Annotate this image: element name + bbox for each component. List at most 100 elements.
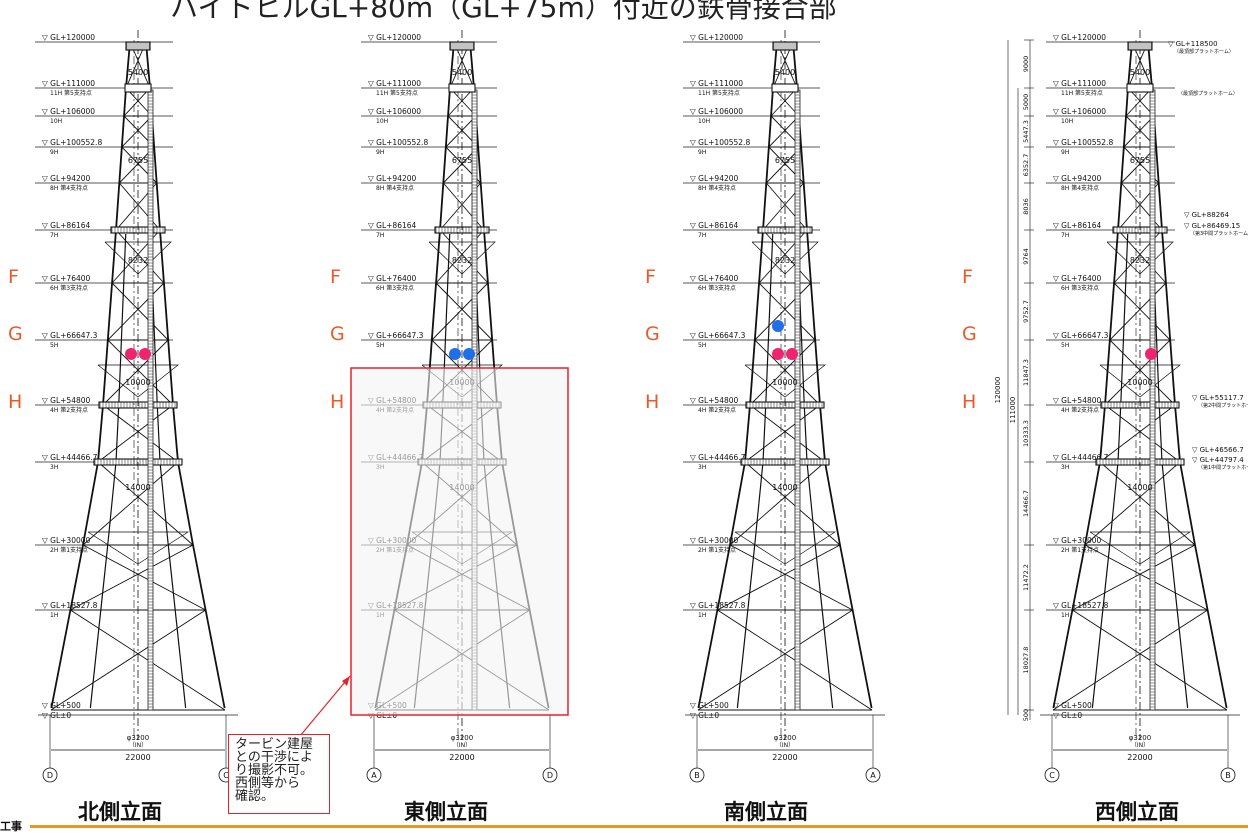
tower-brace — [70, 544, 194, 611]
tower-brace — [1109, 339, 1176, 406]
level-sublabel: 8H 第4支持点 — [698, 184, 736, 192]
tower-brace — [107, 282, 165, 341]
dim-total-outer: 120000 — [994, 377, 1002, 404]
tower-brace — [431, 282, 489, 341]
level-sublabel: 2H 第1支持点 — [50, 546, 88, 554]
row-label-g: G — [330, 323, 345, 345]
tower-brace — [111, 282, 169, 341]
grid-axis-bubble — [1044, 767, 1060, 783]
tower-brace — [1084, 544, 1208, 611]
dim-segment: 500 — [1022, 709, 1030, 721]
tower-leg — [145, 41, 226, 709]
tower-leg — [1052, 41, 1133, 709]
level-sublabel: 6H 第3支持点 — [376, 284, 414, 292]
dim-label: 5400 — [1130, 68, 1150, 77]
dim-label: 8232 — [128, 256, 148, 265]
grid-axis-label: D — [547, 771, 553, 780]
level-sublabel: 3H — [1061, 464, 1069, 471]
platform-level-label: ▽ GL+44797.4 — [1192, 456, 1244, 464]
level-label: ▽ GL+86164 — [368, 221, 417, 230]
level-label: ▽ GL+18527.8 — [42, 601, 98, 610]
joint-marker — [449, 348, 461, 360]
level-sublabel: 11H 第5支持点 — [698, 89, 740, 97]
level-sublabel: 7H — [698, 232, 706, 239]
platform-level-label: ▽ GL+46566.7 — [1192, 446, 1244, 454]
grid-axis-bubble — [689, 767, 705, 783]
tower-brace — [82, 544, 206, 611]
level-label: ▽ GL±0 — [690, 711, 719, 720]
level-sublabel: 6H 第3支持点 — [698, 284, 736, 292]
level-sublabel: 4H 第2支持点 — [1061, 406, 1099, 414]
note-pointer-arrow — [299, 675, 351, 737]
note-pointer-arrowhead — [342, 676, 350, 686]
level-sublabel: 3H — [698, 464, 706, 471]
level-label: ▽ GL+94200 — [1053, 174, 1102, 183]
level-sublabel: 11H 第5支持点 — [50, 89, 92, 97]
grid-axis-bubble — [1220, 767, 1236, 783]
dim-label: 5400 — [452, 68, 472, 77]
level-sublabel: 4H 第2支持点 — [698, 406, 736, 414]
grid-axis-label: D — [47, 771, 53, 780]
row-label-h: H — [330, 391, 344, 413]
tower-brace — [118, 182, 161, 231]
tower-brace — [447, 87, 475, 117]
dim-label: φ3200 — [1129, 734, 1151, 742]
dim-label: 14000 — [772, 483, 797, 492]
grid-axis-label: A — [371, 771, 377, 780]
tower-brace — [1123, 115, 1155, 148]
row-label-f: F — [330, 266, 341, 288]
dim-segment: 18027.8 — [1022, 647, 1030, 674]
level-label: ▽ GL+44466.7 — [42, 453, 98, 462]
dim-segment: 9000 — [1022, 56, 1030, 73]
level-label: ▽ GL+66647.3 — [690, 331, 746, 340]
dim-label: 14000 — [1127, 483, 1152, 492]
tower-brace — [754, 339, 821, 406]
level-label: ▽ GL+106000 — [690, 107, 743, 116]
dim-label: 6755 — [128, 156, 148, 165]
joint-marker — [139, 348, 151, 360]
tower-inner-leg — [89, 233, 127, 709]
dim-label: 10000 — [1127, 378, 1152, 387]
row-label-h: H — [8, 391, 22, 413]
dim-segment: 8036 — [1022, 198, 1030, 215]
support-truss — [97, 364, 179, 398]
platform-level-label: ▽ GL+118500 — [1168, 40, 1218, 48]
dim-segment: 9764 — [1022, 248, 1030, 265]
tower-brace — [744, 461, 841, 546]
dim-total-inner: 111000 — [1009, 397, 1017, 424]
dim-label: 5400 — [775, 68, 795, 77]
level-sublabel: 1H — [50, 612, 58, 619]
tower-brace — [768, 115, 800, 148]
tower-brace — [1099, 404, 1176, 463]
level-sublabel: 4H 第2支持点 — [50, 406, 88, 414]
tower-brace — [442, 182, 485, 231]
level-sublabel: 5H — [698, 342, 706, 349]
note-line: 西側等から — [235, 776, 301, 791]
bottom-divider — [30, 825, 1248, 828]
dim-label: 22000 — [1127, 753, 1152, 762]
dim-label: φ3200 — [451, 734, 473, 742]
platform-level-sublabel: （第2中間プラットホーム） — [1198, 402, 1248, 409]
tower-inner-leg — [1091, 233, 1129, 709]
level-label: ▽ GL+100552.8 — [1053, 138, 1113, 147]
level-label: ▽ GL+100552.8 — [42, 138, 102, 147]
tower-brace — [123, 87, 151, 117]
tower-brace — [1072, 544, 1196, 611]
level-sublabel: 11H 第5支持点 — [1061, 89, 1103, 97]
note-line: り撮影不可。 — [235, 763, 314, 778]
level-sublabel: 11H 第5支持点 — [376, 89, 418, 97]
obstructed-region-highlight — [350, 367, 569, 716]
level-label: ▽ GL+94200 — [42, 174, 91, 183]
tower-brace — [729, 461, 826, 546]
level-label: ▽ GL+76400 — [368, 274, 417, 283]
level-label: ▽ GL+30000 — [42, 536, 91, 545]
level-sublabel: 9H — [50, 149, 58, 156]
tower-brace — [121, 115, 153, 148]
level-sublabel: 2H 第1支持点 — [1061, 546, 1099, 554]
platform — [1126, 83, 1154, 93]
tower-brace — [97, 461, 194, 546]
grid-axis-bubble — [366, 767, 382, 783]
tower-brace — [1125, 87, 1153, 117]
tower-brace — [1052, 609, 1208, 711]
